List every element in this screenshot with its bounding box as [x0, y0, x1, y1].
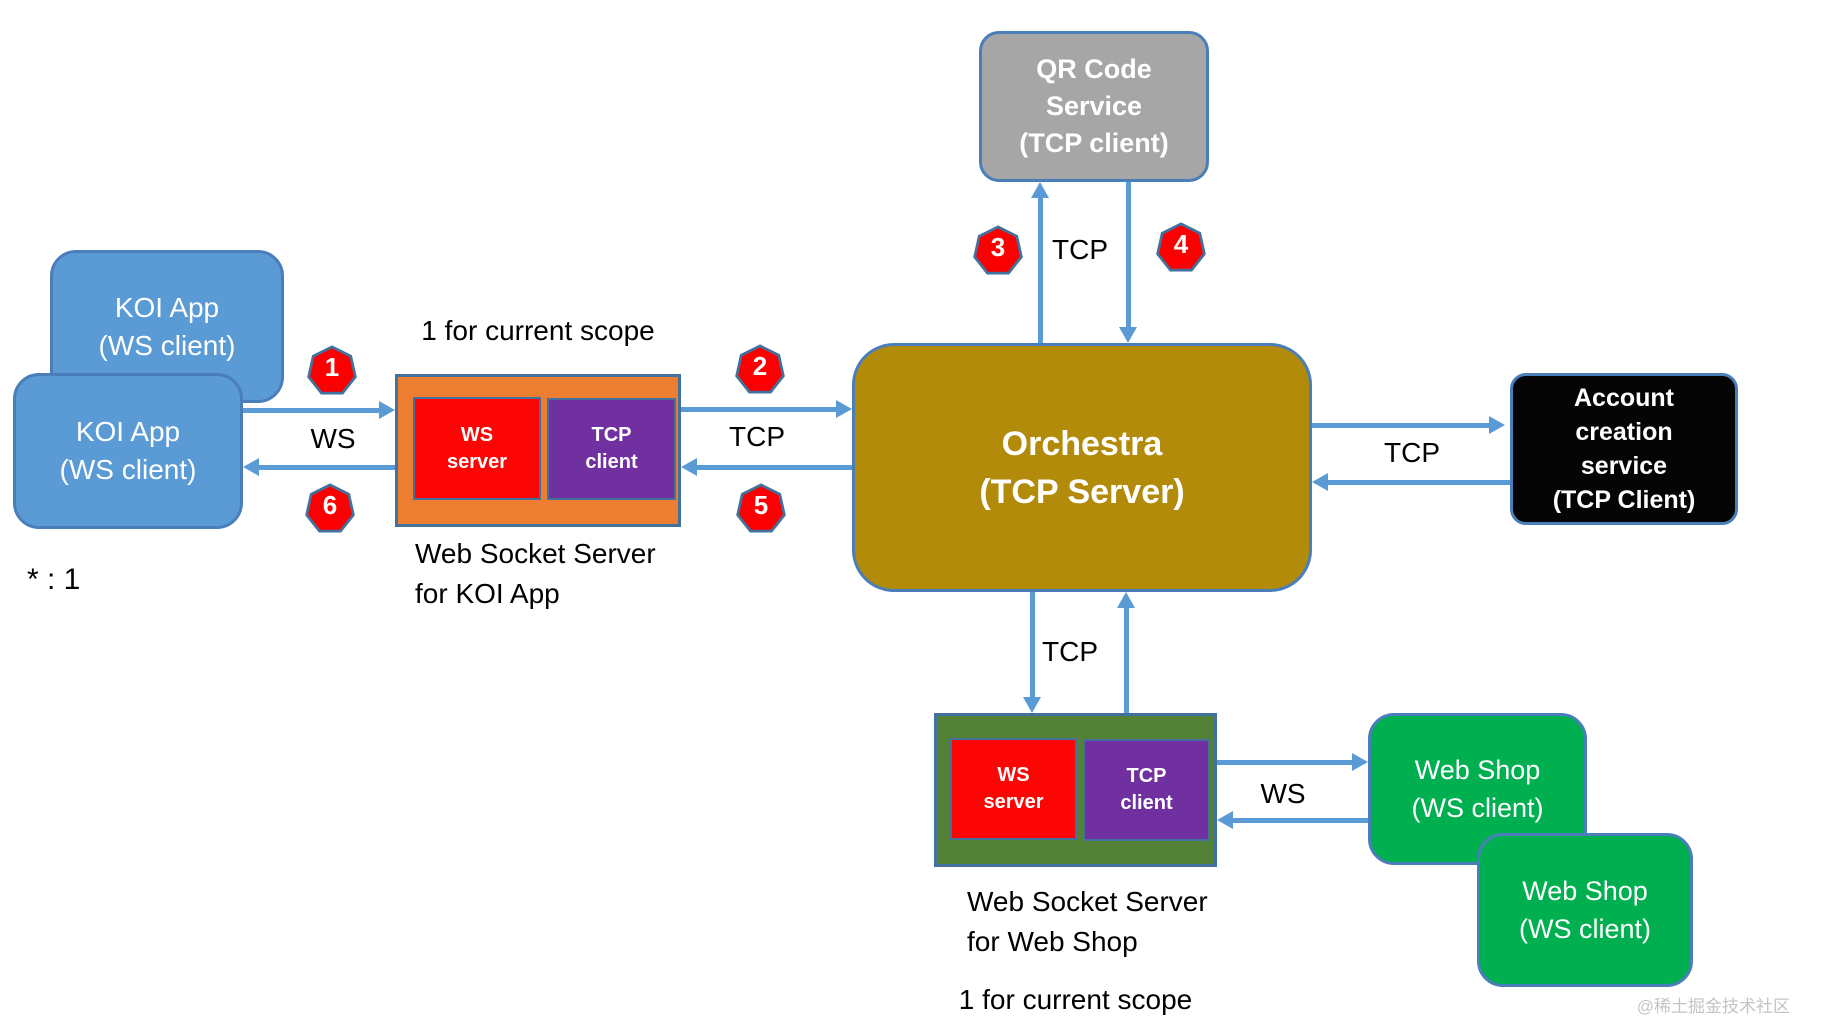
step-badge-5-number: 5 — [753, 490, 769, 520]
web-shop-back-line1: Web Shop — [1522, 876, 1648, 906]
account-line3: service — [1580, 452, 1668, 480]
koi-tcp-client-line2: client — [585, 451, 638, 473]
orchestra-line2: (TCP Server) — [979, 472, 1185, 511]
arrow-shopserver-to-orchestra-head — [1117, 592, 1135, 608]
step-badge-6-number: 6 — [322, 490, 338, 520]
koi-app-back-line2: (WS client) — [98, 329, 236, 361]
koi-tcp-client-box: TCP client — [547, 398, 676, 500]
arrow-webshop-to-shopserver-line — [1233, 818, 1372, 823]
web-shop-front-line2: (WS client) — [1411, 793, 1544, 823]
scope-label-koi: 1 for current scope — [421, 315, 655, 346]
ws-server-koi-container: WS server TCP client — [395, 374, 681, 527]
arrow-shopserver-to-webshop-head — [1352, 753, 1368, 771]
arrow-wsserver-to-orchestra-head — [836, 400, 852, 418]
koi-app-front-line1: KOI App — [75, 416, 181, 447]
koi-ws-server-line1: WS — [460, 423, 494, 446]
qr-line2: Service — [1045, 91, 1143, 121]
arrow-qr-to-orchestra-head — [1119, 327, 1137, 343]
tcp-label-top: TCP — [1052, 234, 1108, 265]
arrow-orchestra-to-wsserver-head — [681, 458, 697, 476]
account-line4: (TCP Client) — [1552, 486, 1696, 514]
arrow-shopserver-to-webshop-line — [1217, 760, 1352, 765]
qr-code-service-node: QR Code Service (TCP client) — [979, 31, 1209, 182]
watermark: @稀土掘金技术社区 — [1636, 997, 1790, 1016]
orchestra-node: Orchestra (TCP Server) — [852, 343, 1312, 592]
arrow-orchestra-to-shopserver-line — [1030, 592, 1035, 697]
shop-tcp-client-line2: client — [1120, 792, 1173, 814]
ws-label-left: WS — [310, 423, 356, 454]
arrow-qr-to-orchestra-line — [1126, 182, 1131, 327]
ws-server-shop-container: WS server TCP client — [934, 713, 1217, 867]
arrow-orchestra-to-qr-line — [1038, 196, 1043, 343]
heptagon-icon — [973, 225, 1023, 275]
arrow-orchestra-to-qr-head — [1031, 182, 1049, 198]
caption-shop-line2: for Web Shop — [967, 926, 1138, 957]
arrow-wsserver-to-koi-head — [243, 458, 259, 476]
caption-koi-line1: Web Socket Server — [415, 538, 656, 569]
shop-ws-server-box: WS server — [950, 738, 1077, 840]
step-badge-2-number: 2 — [752, 351, 768, 381]
account-creation-service-node: Account creation service (TCP Client) — [1510, 373, 1738, 525]
tcp-label-mid: TCP — [729, 421, 785, 452]
koi-app-back-line1: KOI App — [114, 291, 220, 323]
heptagon-icon — [307, 345, 357, 395]
heptagon-icon — [305, 483, 355, 533]
arrow-orchestra-to-account-head — [1489, 416, 1505, 434]
orchestra-line1: Orchestra — [1001, 424, 1163, 463]
arrow-koi-to-wsserver-line — [243, 408, 381, 413]
koi-tcp-client-line1: TCP — [591, 424, 632, 446]
koi-app-node-front: KOI App (WS client) — [13, 373, 243, 529]
step-badge-1-number: 1 — [324, 352, 340, 382]
caption-shop-line1: Web Socket Server — [967, 886, 1208, 917]
arrow-orchestra-to-account-line — [1312, 423, 1489, 428]
step-badge-1: 1 — [307, 345, 357, 395]
arrow-orchestra-to-wsserver-line — [697, 465, 852, 470]
step-badge-6: 6 — [305, 483, 355, 533]
qr-line3: (TCP client) — [1019, 128, 1169, 158]
step-badge-3: 3 — [973, 225, 1023, 275]
step-badge-5: 5 — [736, 483, 786, 533]
account-line2: creation — [1575, 418, 1673, 446]
arrow-account-to-orchestra-head — [1312, 473, 1328, 491]
tcp-label-bottom: TCP — [1042, 636, 1098, 667]
web-shop-back-line2: (WS client) — [1518, 914, 1651, 944]
shop-tcp-client-line1: TCP — [1126, 765, 1167, 787]
arrow-wsserver-to-orchestra-line — [681, 407, 836, 412]
heptagon-icon — [735, 344, 785, 394]
caption-koi-line2: for KOI App — [415, 578, 560, 609]
step-badge-2: 2 — [735, 344, 785, 394]
step-badge-3-number: 3 — [990, 232, 1006, 262]
arrow-orchestra-to-shopserver-head — [1023, 697, 1041, 713]
shop-ws-server-line2: server — [983, 791, 1044, 813]
heptagon-icon — [1156, 222, 1206, 272]
tcp-label-right: TCP — [1384, 437, 1440, 468]
qr-line1: QR Code — [1036, 54, 1152, 84]
arrow-shopserver-to-orchestra-line — [1124, 606, 1129, 713]
shop-tcp-client-box: TCP client — [1083, 739, 1210, 841]
arrow-account-to-orchestra-line — [1328, 480, 1510, 485]
scope-label-shop: 1 for current scope — [958, 984, 1193, 1015]
step-badge-4: 4 — [1156, 222, 1206, 272]
arrow-koi-to-wsserver-head — [379, 401, 395, 419]
koi-ws-server-line2: server — [446, 450, 508, 473]
ws-label-right: WS — [1260, 778, 1306, 809]
cardinality-label: * : 1 — [27, 563, 81, 596]
arrow-webshop-to-shopserver-head — [1217, 811, 1233, 829]
step-badge-4-number: 4 — [1173, 229, 1189, 259]
shop-ws-server-line1: WS — [997, 764, 1030, 786]
account-line1: Account — [1574, 384, 1674, 412]
koi-ws-server-box: WS server — [413, 397, 541, 500]
web-shop-front-line1: Web Shop — [1414, 755, 1541, 785]
koi-app-front-line2: (WS client) — [59, 454, 197, 485]
web-shop-node-back: Web Shop (WS client) — [1477, 833, 1693, 987]
arrow-wsserver-to-koi-line — [259, 465, 395, 470]
heptagon-icon — [736, 483, 786, 533]
